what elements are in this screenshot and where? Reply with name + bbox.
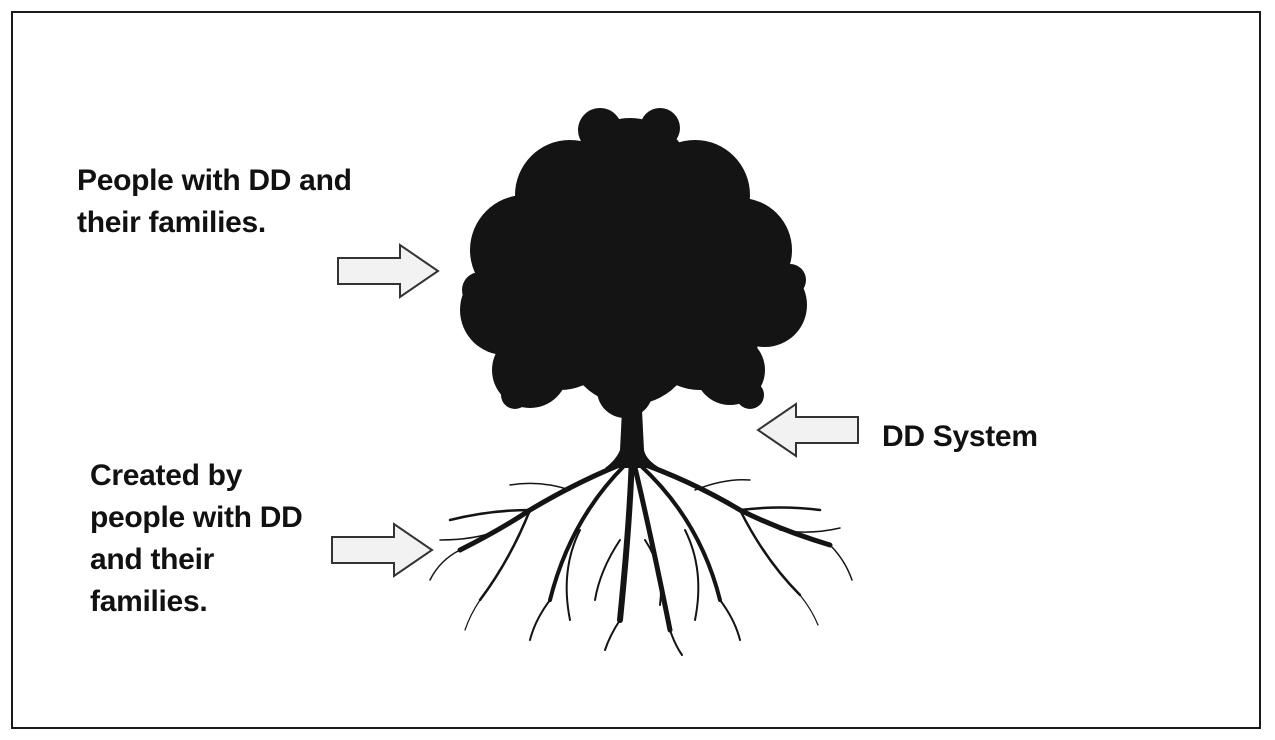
label-line: people with DD [90,501,303,534]
label-line: and their [90,543,214,576]
label-line: their families. [77,206,266,239]
arrow-left-icon [756,402,859,458]
label-dd-system: DD System [882,416,1038,458]
label-line: Created by [90,459,243,492]
label-people-with-dd: People with DD and their families. [77,160,352,244]
label-line: DD System [882,420,1038,453]
label-created-by: Created by people with DD and their fami… [90,455,303,623]
arrow-right-icon [331,522,434,578]
label-line: People with DD and [77,164,352,197]
label-line: families. [90,585,208,618]
arrow-right-icon [337,243,440,299]
tree-icon [429,108,853,656]
